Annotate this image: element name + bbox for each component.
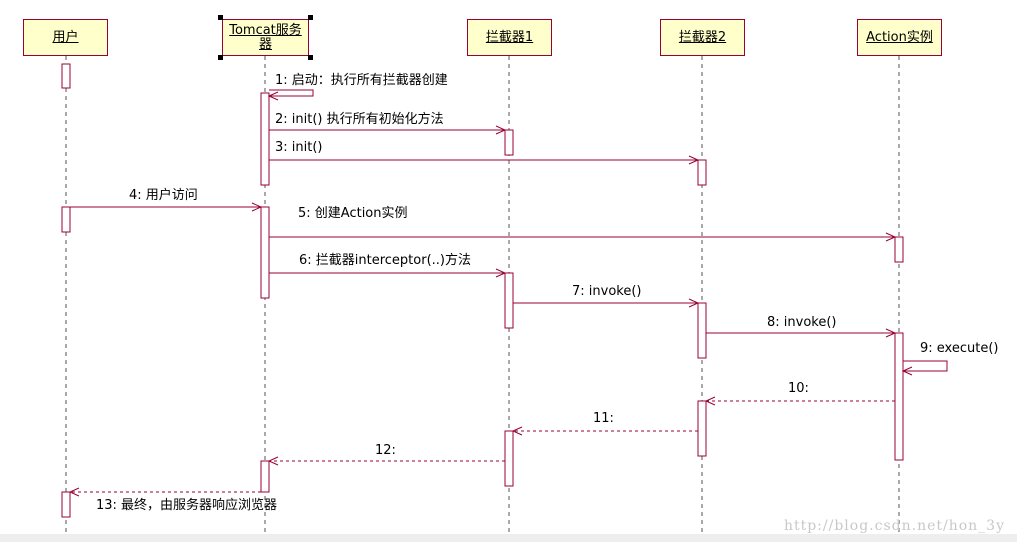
activation-bar-tomcat xyxy=(260,92,270,186)
message-8-arrowhead xyxy=(885,328,897,338)
lifeline-tomcat[interactable]: Tomcat服务器 xyxy=(222,19,309,56)
activation-bar-tomcat xyxy=(260,460,270,493)
message-6-label: 6: 拦截器interceptor(..)方法 xyxy=(299,252,471,268)
message-4-arrowhead xyxy=(251,202,263,212)
message-5-label: 5: 创建Action实例 xyxy=(298,206,408,221)
watermark: http://blog.csdn.net/hon_3y xyxy=(783,518,1005,534)
message-2-label: 2: init() 执行所有初始化方法 xyxy=(275,111,444,127)
activation-bar-user xyxy=(61,206,71,233)
message-9-line xyxy=(903,360,948,372)
lifeline-user-label: 用户 xyxy=(52,29,79,45)
activation-bar-action xyxy=(894,236,904,263)
lifeline-interceptor2-label: 拦截器2 xyxy=(678,29,727,45)
selection-handle-top-right[interactable] xyxy=(308,15,313,20)
message-10-arrowhead xyxy=(704,396,716,406)
lifeline-user[interactable]: 用户 xyxy=(23,19,108,56)
message-7-label: 7: invoke() xyxy=(572,284,642,299)
lifeline-interceptor1-label: 拦截器1 xyxy=(485,29,534,45)
activation-bar-user xyxy=(61,63,71,89)
message-11-arrowhead xyxy=(511,426,523,436)
activation-bar-action xyxy=(894,332,904,461)
message-3-label: 3: init() xyxy=(275,140,323,155)
activation-bar-int2 xyxy=(697,400,707,457)
bottom-strip xyxy=(0,534,1017,542)
message-13-arrowhead xyxy=(68,487,80,497)
activation-bar-int2 xyxy=(697,159,707,186)
activation-bar-int1 xyxy=(504,272,514,329)
message-11-label: 11: xyxy=(593,411,614,426)
message-12-arrowhead xyxy=(267,456,279,466)
message-7-arrowhead xyxy=(688,298,700,308)
activation-bar-user xyxy=(61,491,71,518)
message-2-arrowhead xyxy=(495,125,507,135)
message-1-line xyxy=(269,89,314,97)
message-10-label: 10: xyxy=(788,381,809,396)
message-4-label: 4: 用户访问 xyxy=(129,187,198,203)
activation-bar-tomcat xyxy=(260,206,270,299)
activation-bar-int1 xyxy=(504,430,514,487)
message-1-arrowhead xyxy=(267,91,279,101)
selection-handle-top-left[interactable] xyxy=(218,15,223,20)
message-9-label: 9: execute() xyxy=(920,341,998,356)
lifeline-interceptor1[interactable]: 拦截器1 xyxy=(467,19,552,56)
message-5-arrowhead xyxy=(885,232,897,242)
message-12-label: 12: xyxy=(375,443,396,458)
message-3-arrowhead xyxy=(688,155,700,165)
lifeline-interceptor2[interactable]: 拦截器2 xyxy=(660,19,745,56)
lifeline-action[interactable]: Action实例 xyxy=(857,19,942,56)
selection-handle-bottom-left[interactable] xyxy=(218,55,223,60)
message-13-label: 13: 最终，由服务器响应浏览器 xyxy=(96,497,277,513)
activation-bar-int2 xyxy=(697,302,707,359)
message-9-arrowhead xyxy=(901,366,913,376)
lifeline-tomcat-label: Tomcat服务器 xyxy=(229,22,302,52)
activation-bar-int1 xyxy=(504,129,514,156)
message-8-label: 8: invoke() xyxy=(767,315,837,330)
selection-handle-bottom-right[interactable] xyxy=(308,55,313,60)
message-1-label: 1: 启动：执行所有拦截器创建 xyxy=(275,73,448,88)
lifeline-action-label: Action实例 xyxy=(866,29,933,45)
message-6-arrowhead xyxy=(495,268,507,278)
